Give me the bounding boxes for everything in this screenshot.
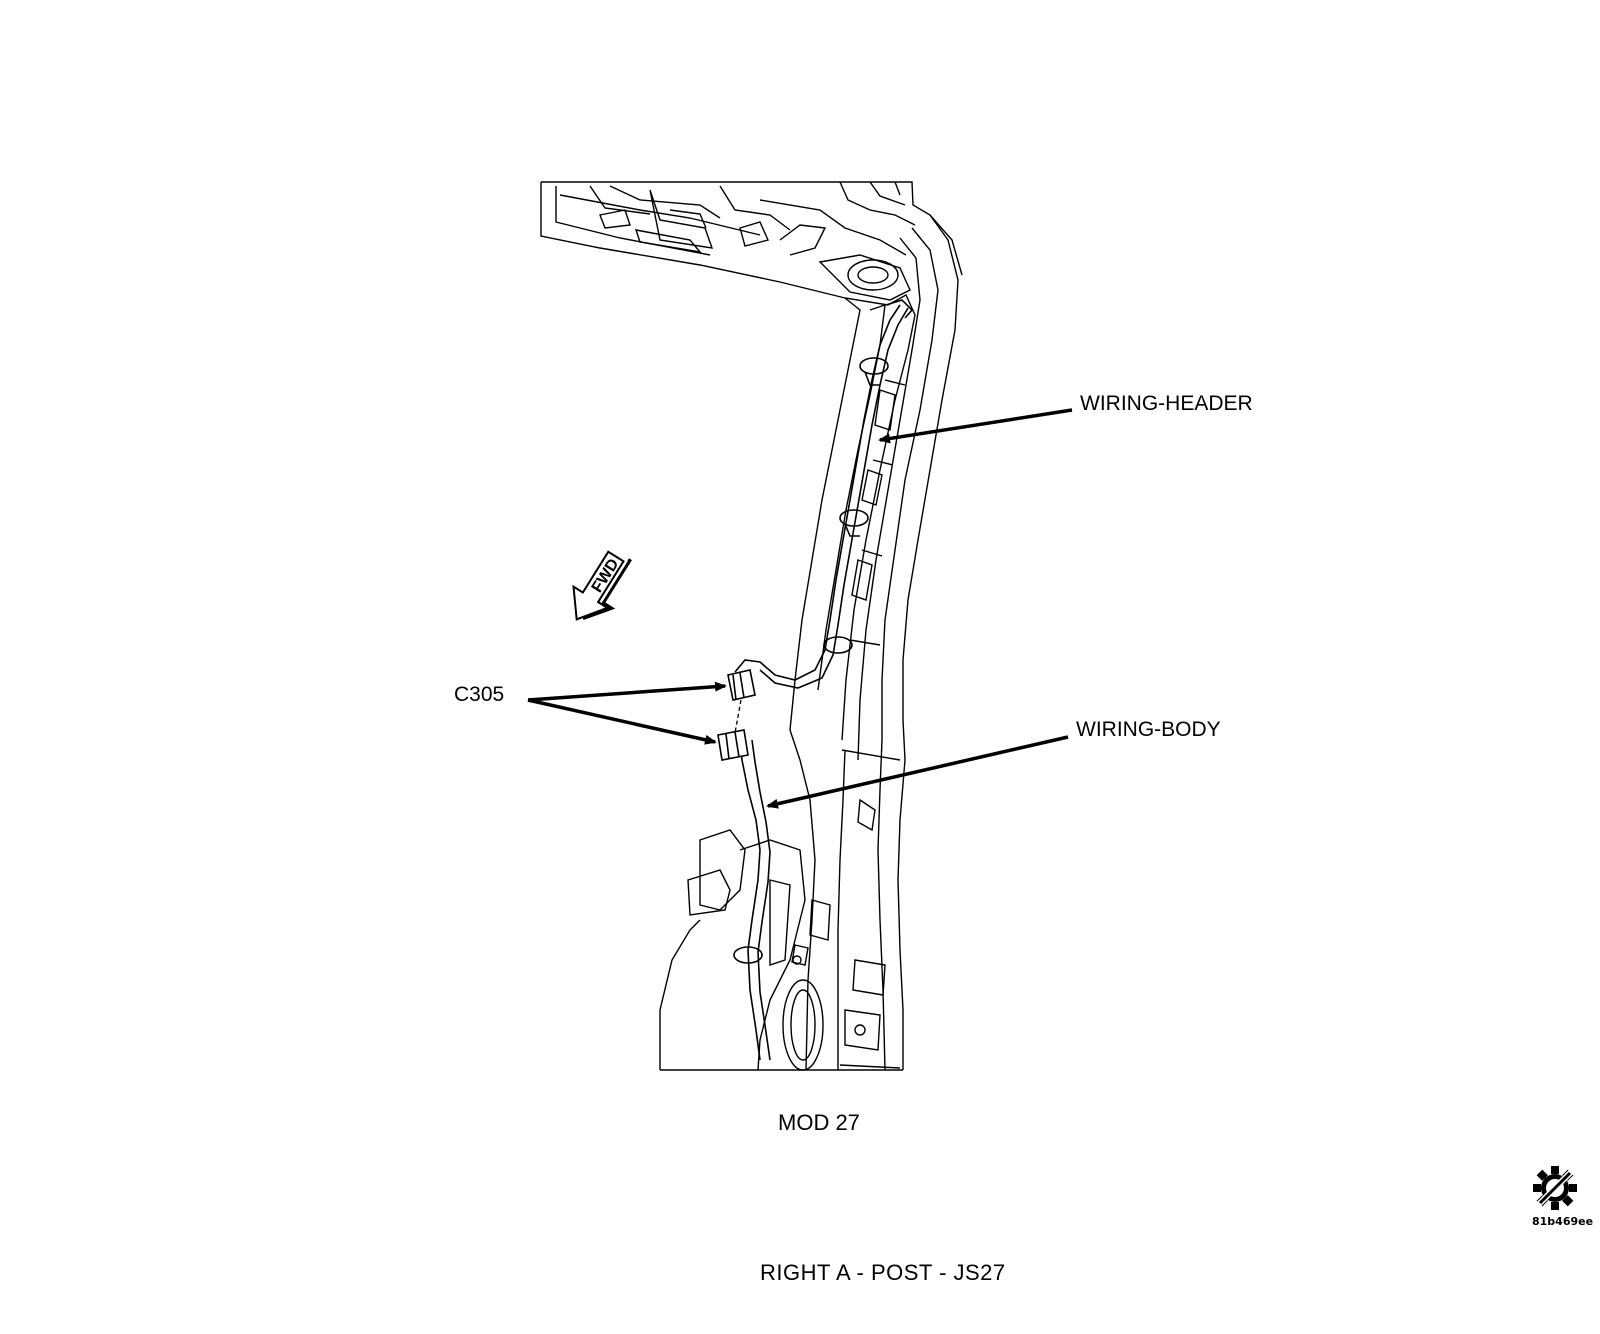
fwd-arrow-icon: FWD: [572, 550, 632, 621]
figure-title: RIGHT A - POST - JS27: [760, 1260, 1006, 1285]
wiring-body-label: WIRING-BODY: [1076, 718, 1221, 741]
c305-label: C305: [454, 683, 505, 706]
roof-header-structure: [540, 181, 963, 306]
wiring-header-label: WIRING-HEADER: [1080, 392, 1253, 415]
a-pillar-structure: [789, 214, 959, 1071]
lower-body-panel: [659, 729, 903, 1071]
connector-mating-line: [734, 699, 742, 734]
figure-code: 81b469ee: [1532, 1215, 1594, 1228]
wiring-header-leader: [878, 408, 1073, 444]
slashed-gear-icon: [1533, 1166, 1577, 1210]
c305-connector-lower: [717, 729, 749, 761]
wiring-body-leader: [766, 735, 1069, 809]
c305-leader-lower: [527, 698, 717, 745]
wiring-harness: [733, 299, 914, 1061]
c305-leader-upper: [527, 681, 727, 702]
c305-connector-upper: [727, 669, 756, 701]
model-label: MOD 27: [778, 1110, 860, 1135]
